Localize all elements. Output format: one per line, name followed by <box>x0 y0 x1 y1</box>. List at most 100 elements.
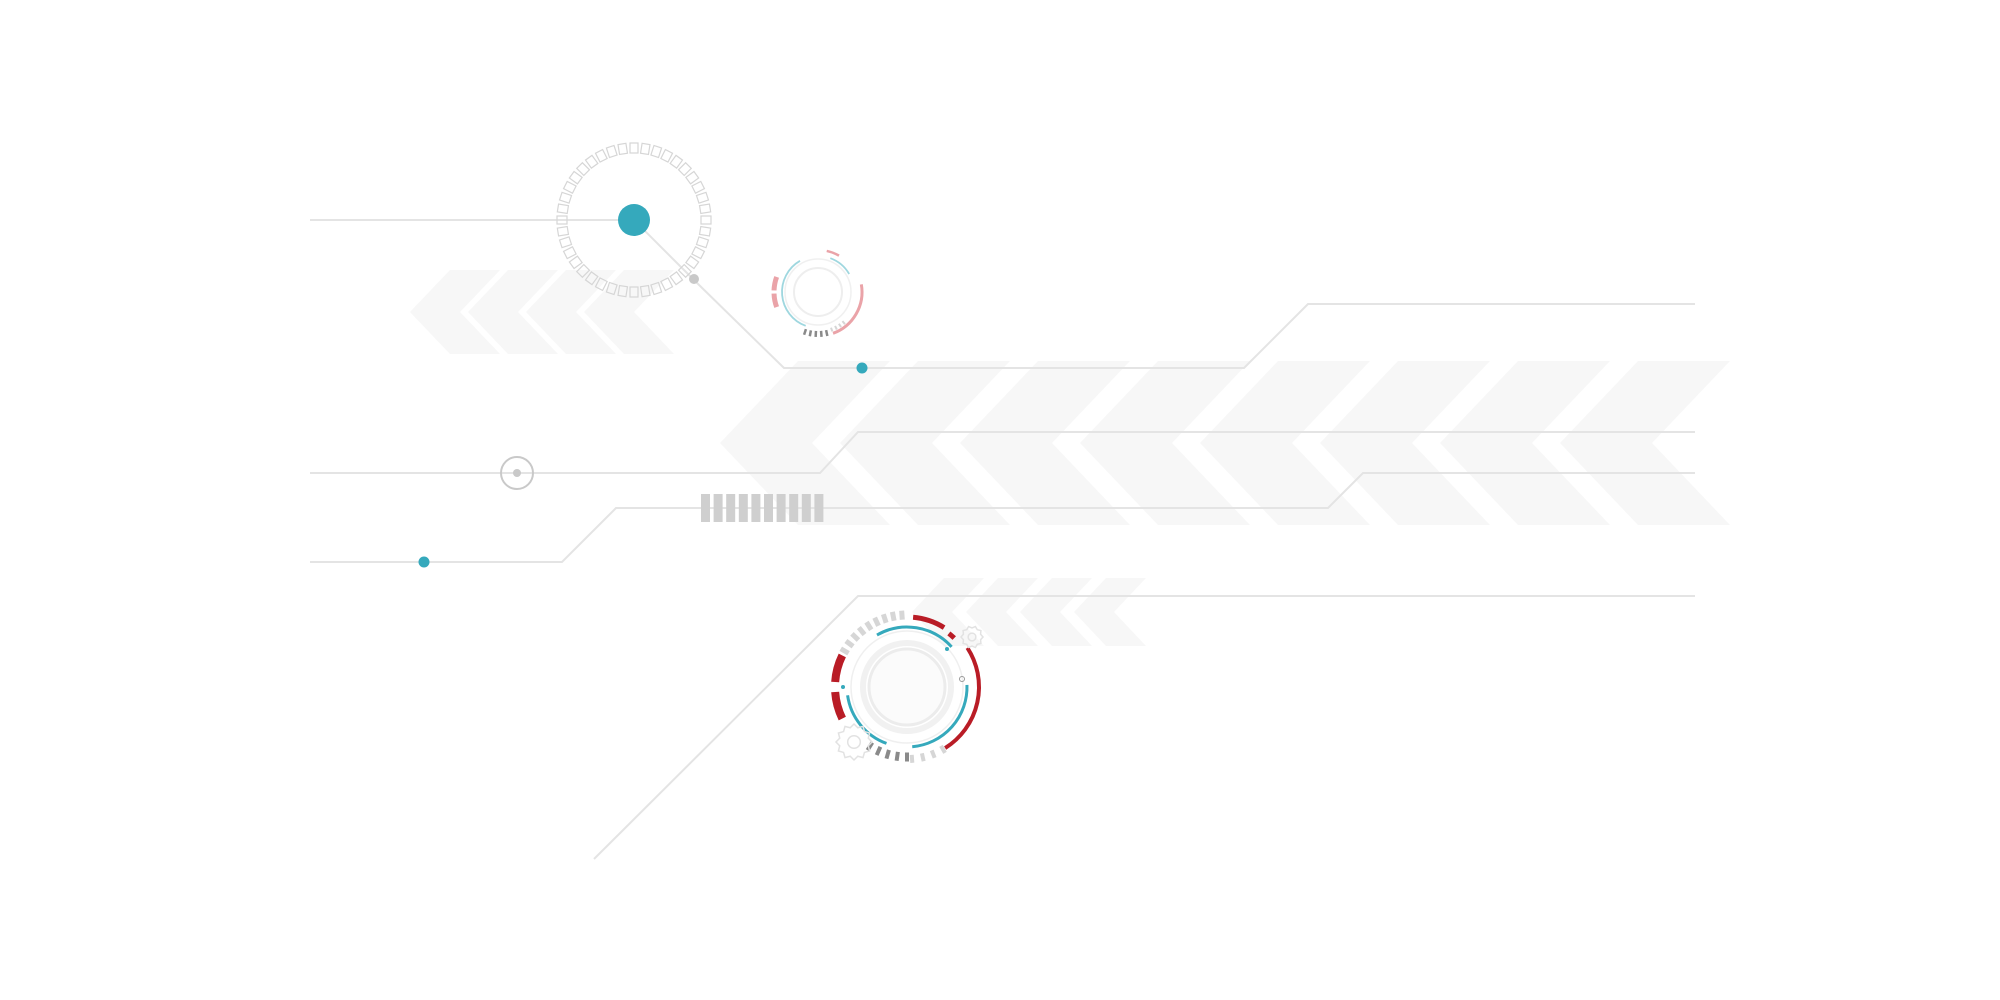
chevron-left-icon <box>410 270 500 354</box>
ring-segment <box>691 246 706 260</box>
dial-arc-red <box>912 614 946 630</box>
dial-arc-teal <box>781 260 806 327</box>
gear-hub <box>967 632 977 642</box>
ring-segment <box>558 191 573 204</box>
ring-segment <box>650 144 663 159</box>
ring-segment <box>629 286 639 298</box>
chevron-left-icon <box>720 361 890 525</box>
bar-block <box>764 494 773 522</box>
dial-arc-teal <box>876 625 953 648</box>
ring-segment <box>558 236 573 249</box>
ring-segment <box>639 284 651 298</box>
ring-segment <box>568 255 583 270</box>
chevron-left-icon <box>1080 361 1250 525</box>
dial-tick-outline <box>899 610 905 620</box>
ring-segment <box>562 180 577 194</box>
dial-arc-red <box>831 653 846 683</box>
dial-core <box>793 267 843 317</box>
ring-segment <box>660 277 674 292</box>
gear-outline <box>834 722 874 762</box>
dial-arc-red <box>947 631 956 640</box>
chevron-left-icon <box>1560 361 1730 525</box>
dial-tick <box>909 754 915 763</box>
ring-segment <box>568 170 583 185</box>
circuit-node-small-gray <box>689 274 699 284</box>
ring-segment <box>605 281 618 296</box>
circuit-node-teal-left <box>418 556 430 568</box>
ring-segment <box>677 161 693 177</box>
ring-segment <box>575 263 591 279</box>
ring-segment <box>617 284 629 298</box>
bar-block <box>814 494 824 522</box>
dial-tick <box>865 741 874 752</box>
dial-core-ring <box>860 640 954 734</box>
dial-tick-outline <box>850 632 861 642</box>
hud-dial-icon <box>831 610 981 763</box>
dial-tick <box>894 751 900 762</box>
dial-arc-teal <box>829 257 850 275</box>
dial-inner-ring <box>850 630 964 744</box>
ring-segment <box>677 263 693 279</box>
dial-dot <box>841 685 845 689</box>
bar-blocks-icon <box>701 494 824 522</box>
ring-segment <box>556 203 570 215</box>
chevron-left-icon <box>1440 361 1610 525</box>
ring-segment <box>698 203 712 215</box>
dial-tick <box>814 330 818 338</box>
dial-tick <box>834 325 838 330</box>
dial-tick-outline <box>844 638 855 649</box>
dial-tick <box>838 323 842 328</box>
dial-dot <box>959 676 965 682</box>
ring-segment <box>698 225 712 237</box>
chevron-group-large <box>720 361 1730 525</box>
bar-block <box>738 494 748 522</box>
chevron-left-icon <box>468 270 558 354</box>
circuit-line-upper-right <box>310 431 1695 474</box>
gear-icon <box>834 722 874 762</box>
ring-segment <box>669 271 684 286</box>
dial-tick-outline <box>889 611 897 622</box>
hud-dial-small-icon <box>771 249 864 338</box>
ring-node-icon <box>500 456 534 490</box>
dial-tick <box>802 328 808 336</box>
dial-tick <box>929 749 937 759</box>
dial-tick <box>841 320 846 325</box>
dial-tick-outline <box>856 625 867 637</box>
bar-block <box>713 494 723 522</box>
ring-segment <box>639 142 651 156</box>
dial-arc-red <box>771 276 780 291</box>
ring-segment <box>660 148 674 163</box>
ring-segment <box>695 236 710 249</box>
circuit-lines <box>310 219 1695 860</box>
dial-tick <box>874 746 883 756</box>
ring-segment <box>562 246 577 260</box>
dial-arc-red <box>831 691 846 721</box>
dial-tick <box>830 327 834 332</box>
gear-icon <box>960 625 984 649</box>
dial-inner-ring <box>784 258 852 326</box>
dial-tick-outline <box>864 620 874 632</box>
bar-block <box>701 494 710 522</box>
chevron-left-icon <box>1320 361 1490 525</box>
dial-tick-outline <box>839 646 850 656</box>
dial-arc-red <box>771 293 780 308</box>
dotted-ring-icon <box>556 142 712 298</box>
dial-tick-outline <box>872 616 881 627</box>
ring-segment <box>584 154 599 169</box>
circuit-node-teal-top <box>856 362 868 374</box>
bar-block <box>751 494 761 522</box>
ring-segment <box>594 277 608 292</box>
ring-segment <box>685 255 700 270</box>
ring-segment <box>700 215 712 225</box>
bar-block <box>776 494 786 522</box>
ring-segment <box>685 170 700 185</box>
dial-dot <box>945 647 949 651</box>
circuit-line-middle <box>310 472 1695 563</box>
chevron-left-icon <box>526 270 616 354</box>
bar-block <box>726 494 736 522</box>
ring-segment <box>556 215 568 225</box>
dial-arc-red <box>826 249 840 257</box>
dial-core <box>867 647 947 727</box>
circuit-node-large <box>618 204 650 236</box>
